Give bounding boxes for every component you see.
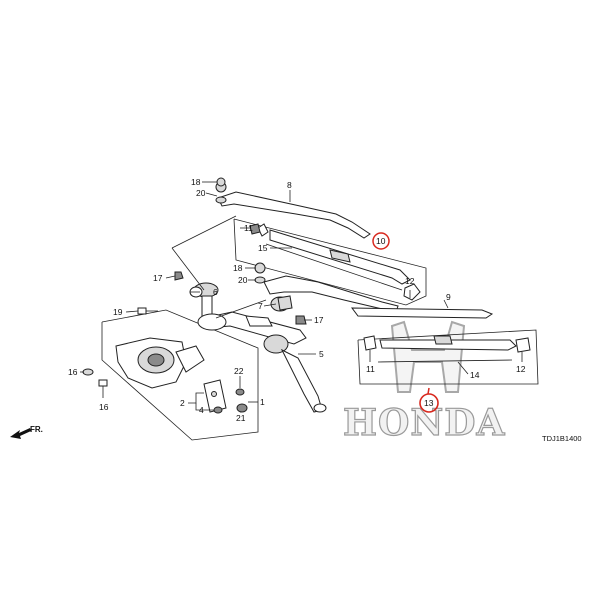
callout-16-left: 16 [68, 367, 78, 377]
mounting-bracket [203, 379, 227, 413]
callout-12-upper: 12 [405, 276, 415, 286]
part-callouts: 18 20 8 11 15 10 18 20 17 6 7 12 9 19 17… [68, 177, 526, 423]
callout-16-lower: 16 [99, 402, 109, 412]
callout-7: 7 [258, 301, 263, 311]
callout-9: 9 [446, 292, 451, 302]
wiper-blade-long [350, 307, 494, 319]
callout-20-middle: 20 [238, 275, 248, 285]
callout-15: 15 [258, 243, 268, 253]
callout-1: 1 [260, 397, 265, 407]
callout-5: 5 [319, 349, 324, 359]
highlight-circle-13 [419, 393, 439, 413]
wiper-blade-upper [257, 223, 421, 301]
callout-19: 19 [113, 307, 123, 317]
wiper-motor [115, 337, 205, 389]
leader-lines [80, 181, 523, 413]
diagram-code: TDJ1B1400 [542, 434, 582, 443]
blade-assembly-box-upper [233, 218, 427, 306]
motor-assembly-box [101, 309, 259, 441]
front-arrow-icon [10, 428, 31, 439]
wiper-arm-driver [215, 181, 371, 239]
blade-assembly-box-lower [357, 329, 539, 385]
callout-18-upper: 18 [191, 177, 201, 187]
callout-10: 10 [376, 236, 386, 246]
callout-8: 8 [287, 180, 292, 190]
fasteners [82, 177, 307, 414]
callout-20-upper: 20 [196, 188, 206, 198]
front-direction-label: FR. [30, 425, 43, 434]
callout-13: 13 [424, 398, 434, 408]
callout-11-upper: 11 [244, 223, 253, 233]
highlight-circle-10 [372, 232, 390, 250]
callout-17-right: 17 [314, 315, 324, 325]
brand-wordmark: HONDA [343, 402, 505, 444]
wiper-blade-lower [363, 335, 531, 363]
callout-17-left: 17 [153, 273, 163, 283]
callout-6: 6 [213, 287, 218, 297]
callout-2: 2 [180, 398, 185, 408]
callout-4: 4 [199, 405, 204, 415]
wiper-linkage [193, 282, 327, 413]
callout-12-lower: 12 [516, 364, 526, 374]
callout-18-middle: 18 [233, 263, 243, 273]
callout-22: 22 [234, 366, 244, 376]
callout-21: 21 [236, 413, 246, 423]
front-direction-indicator: FR. [10, 425, 43, 439]
callout-14: 14 [470, 370, 480, 380]
callout-11-lower: 11 [366, 364, 375, 374]
honda-logo-watermark: HONDA [342, 320, 505, 445]
